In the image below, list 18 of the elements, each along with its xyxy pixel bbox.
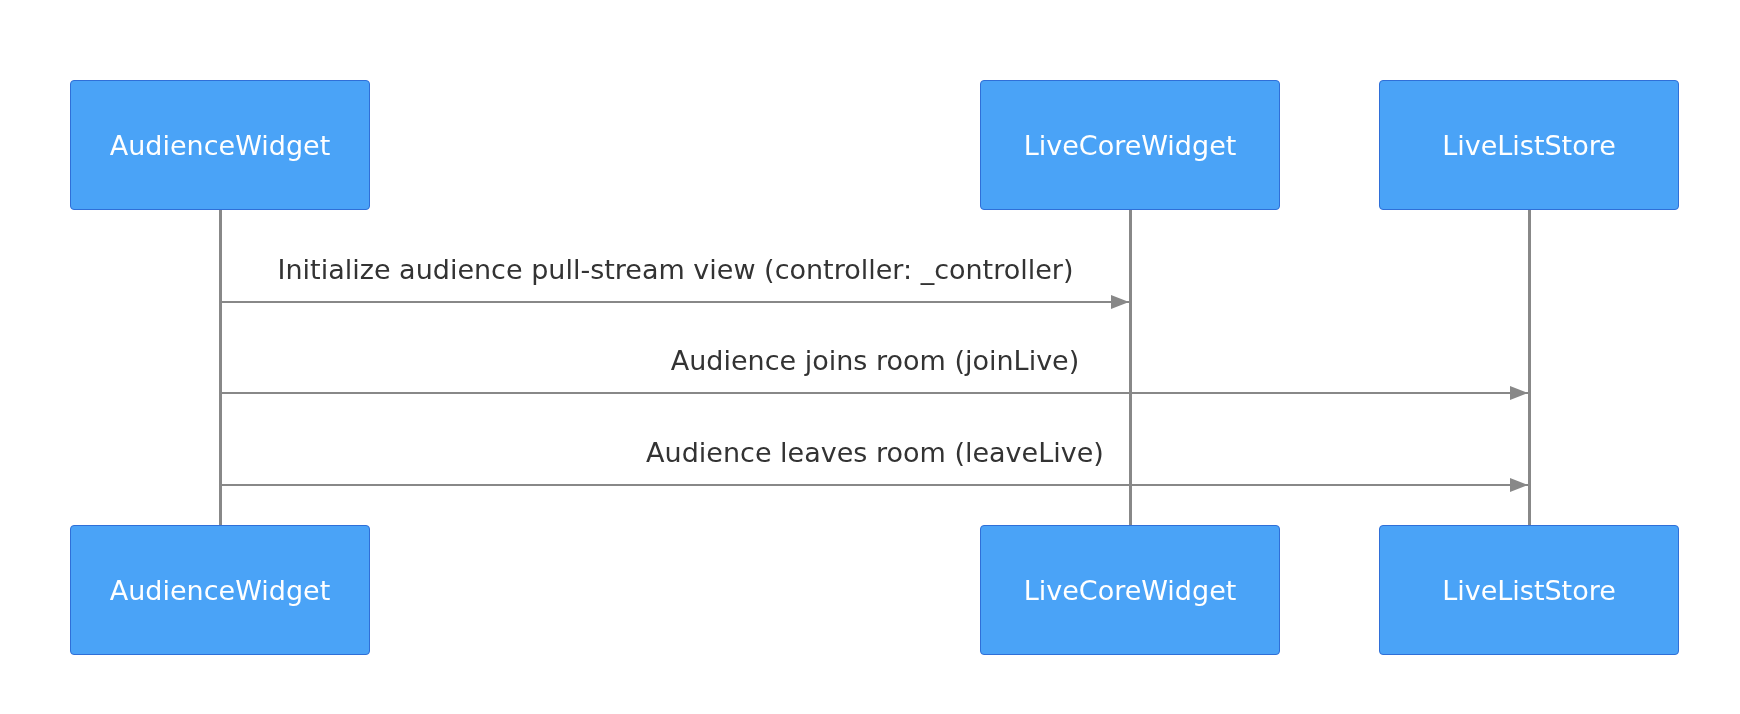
participant-name: AudienceWidget	[109, 129, 331, 161]
participant-box	[980, 525, 1280, 655]
participant-box	[980, 80, 1280, 210]
lifeline	[219, 210, 222, 525]
lifeline	[1528, 210, 1531, 525]
participant-box	[70, 525, 370, 655]
lifeline	[1129, 210, 1132, 525]
participant-box	[1379, 525, 1679, 655]
participant-box	[70, 80, 370, 210]
participant-name: LiveCoreWidget	[1023, 129, 1237, 161]
participant-name: LiveListStore	[1442, 129, 1616, 161]
participant-name: LiveCoreWidget	[1023, 574, 1237, 606]
message-arrow	[221, 386, 1529, 400]
message-arrow	[221, 478, 1529, 492]
participant-box	[1379, 80, 1679, 210]
message-arrow	[221, 295, 1130, 309]
participant-name: AudienceWidget	[109, 574, 331, 606]
participant-name: LiveListStore	[1442, 574, 1616, 606]
